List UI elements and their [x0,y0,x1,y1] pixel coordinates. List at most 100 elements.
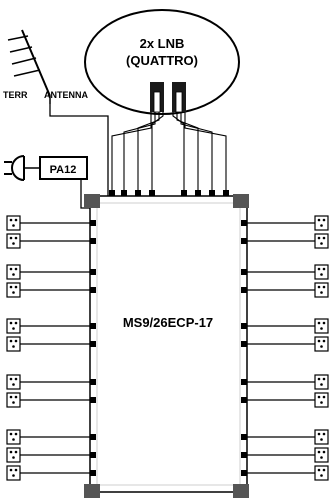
output-port [241,470,247,476]
outlet-pin [322,377,326,381]
outlet-box [314,264,329,280]
lnb-ellipse [84,9,240,115]
outlet-box [6,215,21,231]
outlet-pin [14,267,18,271]
output-port [241,379,247,385]
outlet-box [6,336,21,352]
outlet-pin [320,224,323,227]
outlet-pin [322,450,326,454]
outlet-box [6,233,21,249]
outlet-box [314,374,329,390]
output-outlet [241,336,329,352]
outlet-pin [14,285,18,289]
outlet-pin [9,468,13,472]
outlet-pin [320,401,323,404]
output-port [241,220,247,226]
corner-block-bottom-left [84,484,100,498]
outlet-pin [9,395,13,399]
lnb-cable [176,112,199,196]
output-port [241,323,247,329]
output-port [90,397,96,403]
outlet-pin [317,432,321,436]
outlet-pin [9,285,13,289]
outlet-pin [317,236,321,240]
output-outlet [6,392,96,408]
outlet-pin [14,218,18,222]
outlet-pin [12,401,15,404]
outlet-box [314,282,329,298]
outlet-pin [320,383,323,386]
lnb-cable [137,112,160,196]
outlet-pin [320,474,323,477]
output-outlet [6,429,96,445]
lnb-cable [151,112,164,196]
input-port [121,190,127,196]
output-outlet [241,233,329,249]
outlet-pin [317,450,321,454]
input-port [181,190,187,196]
lnb-title: 2x LNB [140,36,185,51]
outlet-box [6,392,21,408]
outlet-box [6,429,21,445]
output-outlet [241,282,329,298]
outlet-pin [320,456,323,459]
output-port [90,470,96,476]
outlet-pin [9,450,13,454]
outlet-pin [320,273,323,276]
outlet-pin [317,321,321,325]
outlet-pin [9,377,13,381]
input-port [223,190,229,196]
outlet-pin [14,377,18,381]
outlet-pin [322,339,326,343]
lnb-cable [123,112,156,196]
corner-block-top-right [233,194,249,208]
corner-block-top-left [84,194,100,208]
input-port [195,190,201,196]
output-outlet [241,374,329,390]
outlet-pin [322,236,326,240]
antenna-label-terr: TERR [3,90,28,100]
outlet-box [6,447,21,463]
outlet-pin [322,468,326,472]
outlet-pin [322,267,326,271]
output-port [241,287,247,293]
input-port [149,190,155,196]
power-plug [4,155,40,181]
outlet-pin [322,285,326,289]
lnb-subtitle: (QUATTRO) [126,53,198,68]
output-outlets [6,215,329,481]
input-port [209,190,215,196]
output-outlet [6,374,96,390]
outlet-pin [320,438,323,441]
outlet-pin [9,267,13,271]
output-port [90,341,96,347]
outlet-box [6,264,21,280]
antenna-label-antenna: ANTENNA [44,90,88,100]
output-outlet [241,392,329,408]
output-outlet [241,264,329,280]
outlet-pin [14,339,18,343]
outlet-pin [317,339,321,343]
output-port [90,220,96,226]
outlet-box [314,429,329,445]
output-port [241,452,247,458]
output-port [241,238,247,244]
outlet-pin [9,432,13,436]
outlet-box [6,282,21,298]
outlet-pin [12,273,15,276]
outlet-pin [12,438,15,441]
output-outlet [6,465,96,481]
outlet-pin [14,236,18,240]
output-outlet [6,264,96,280]
output-outlet [6,215,96,231]
outlet-pin [12,291,15,294]
outlet-pin [14,395,18,399]
amplifier-box [39,156,88,180]
outlet-pin [322,432,326,436]
outlet-pin [14,450,18,454]
outlet-box [314,392,329,408]
output-port [90,434,96,440]
output-outlet [6,233,96,249]
output-outlet [6,318,96,334]
outlet-box [314,447,329,463]
